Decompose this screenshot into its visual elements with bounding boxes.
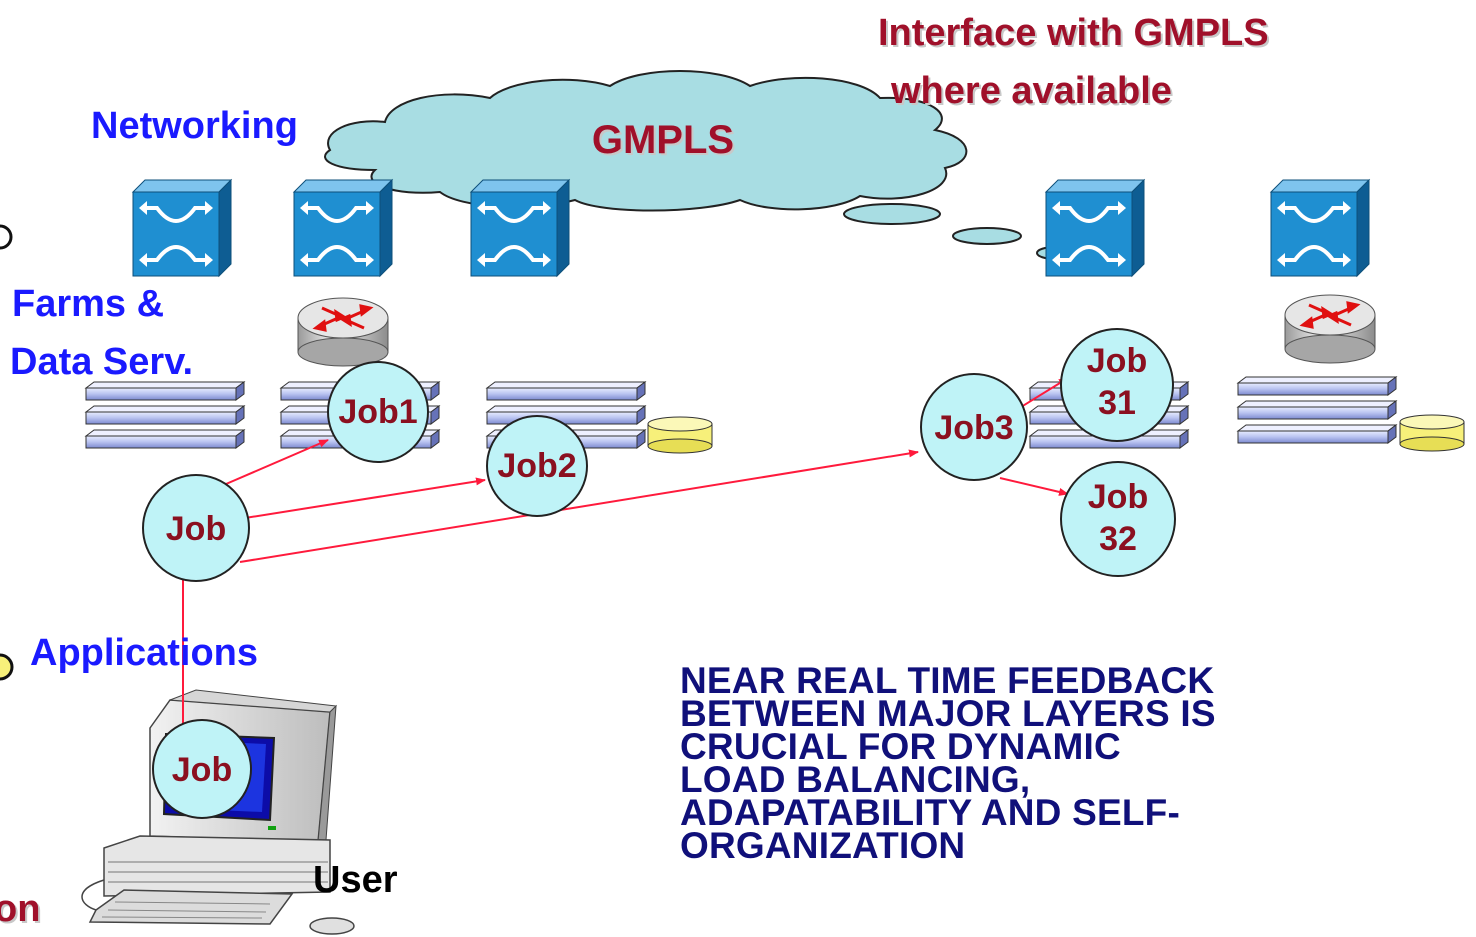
note-line: LOAD BALANCING, bbox=[680, 759, 1031, 800]
job-node: Job2 bbox=[486, 415, 588, 517]
server-stack-icon bbox=[86, 382, 244, 448]
note-line: NEAR REAL TIME FEEDBACK bbox=[680, 660, 1215, 701]
arrow-job-to-job1 bbox=[225, 439, 329, 485]
job-label: 31 bbox=[1098, 384, 1136, 422]
note-line: CRUCIAL FOR DYNAMIC bbox=[680, 726, 1121, 767]
farms-label: Farms & bbox=[12, 283, 165, 325]
optical-switch-icon bbox=[292, 178, 394, 278]
optical-switch-icon bbox=[1269, 178, 1371, 278]
job-label: Job2 bbox=[497, 447, 576, 485]
router-icon bbox=[296, 296, 390, 368]
job-arrows bbox=[179, 377, 1069, 734]
job-node: Job 31 bbox=[1060, 328, 1174, 442]
job-label: Job3 bbox=[934, 409, 1013, 447]
user-label: User bbox=[313, 859, 398, 901]
job-label: Job bbox=[172, 751, 232, 789]
applications-label: Applications bbox=[30, 632, 259, 674]
arrow-job-to-job2 bbox=[244, 477, 486, 519]
cut-off-circle bbox=[0, 653, 14, 681]
interface-label: Interface with GMPLS bbox=[878, 12, 1269, 54]
disk-icon bbox=[1399, 414, 1465, 452]
server-stack-icon bbox=[1238, 377, 1396, 443]
cut-off-circle bbox=[0, 224, 13, 250]
arrow-job-to-job3 bbox=[239, 449, 919, 563]
job-label: Job bbox=[1088, 478, 1148, 516]
job-label: Job bbox=[166, 510, 226, 548]
networking-label: Networking bbox=[91, 105, 298, 147]
cut-off-label: on bbox=[0, 888, 41, 930]
job-label: Job1 bbox=[338, 393, 417, 431]
job-node: Job3 bbox=[920, 373, 1028, 481]
job-node: Job1 bbox=[327, 361, 429, 463]
optical-switch-icon bbox=[131, 178, 233, 278]
job-node: Job 32 bbox=[1060, 461, 1176, 577]
note-line: ORGANIZATION bbox=[680, 825, 966, 866]
note-line: ADAPATABILITY AND SELF- bbox=[680, 792, 1180, 833]
disk-icon bbox=[647, 416, 713, 454]
note-line: BETWEEN MAJOR LAYERS IS bbox=[680, 693, 1216, 734]
optical-switch-icon bbox=[469, 178, 571, 278]
gmpls-cloud: GMPLS GMPLS bbox=[324, 70, 1074, 260]
job-node: Job bbox=[142, 474, 250, 582]
interface-label: where available bbox=[891, 70, 1172, 112]
job-label: Job bbox=[1087, 342, 1147, 380]
optical-switch-icon bbox=[1044, 178, 1146, 278]
router-icon bbox=[1283, 293, 1377, 365]
cloud-label: GMPLS bbox=[592, 118, 734, 162]
cloud-label-shadow: GMPLS bbox=[594, 120, 736, 164]
farms-label: Data Serv. bbox=[10, 341, 194, 383]
job-node: Job bbox=[152, 719, 252, 819]
feedback-note: NEAR REAL TIME FEEDBACK BETWEEN MAJOR LA… bbox=[680, 660, 1440, 866]
job-label: 32 bbox=[1099, 520, 1137, 558]
arrow-job3-to-job32 bbox=[999, 477, 1069, 496]
